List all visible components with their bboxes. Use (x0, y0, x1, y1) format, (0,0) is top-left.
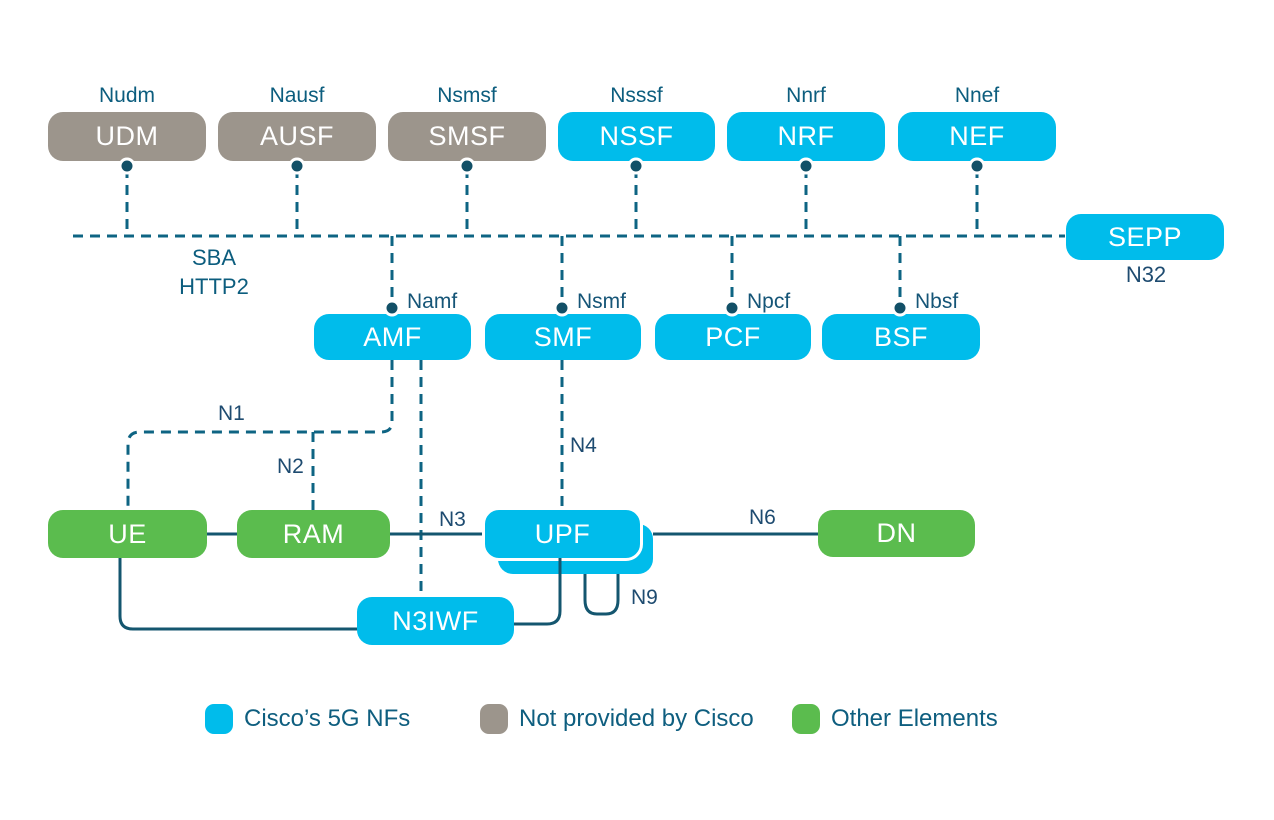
sba-point-nssf-icon (627, 157, 645, 175)
iface-label-n2: N2 (277, 455, 304, 478)
sba-point-amf-icon (383, 299, 401, 317)
legend-swatch-gray-icon (480, 704, 508, 734)
node-smsf: SMSF (388, 112, 546, 161)
node-pcf: PCF (655, 314, 811, 360)
legend-label: Cisco’s 5G NFs (244, 705, 411, 732)
connector-n3iwf-upf (514, 558, 562, 626)
node-nrf: NRF (727, 112, 885, 161)
node-nef: NEF (898, 112, 1056, 161)
ref-label-nnrf: Nnrf (786, 84, 826, 107)
legend-item-cisco-5g-nfs: Cisco’s 5G NFs (205, 704, 410, 734)
iface-label-n1: N1 (218, 402, 245, 425)
sba-point-smf-icon (553, 299, 571, 317)
node-ue: UE (48, 510, 207, 558)
sba-point-nef-icon (968, 157, 986, 175)
legend-label: Other Elements (831, 705, 998, 732)
legend-label: Not provided by Cisco (519, 705, 754, 732)
ref-label-nsmf: Nsmf (577, 290, 626, 313)
ref-label-nsssf: Nsssf (610, 84, 663, 107)
sba-bus-label-line2: HTTP2 (179, 274, 249, 299)
sba-bus-label: SBA HTTP2 (152, 243, 276, 301)
node-ausf: AUSF (218, 112, 376, 161)
node-dn: DN (818, 510, 975, 557)
node-ram: RAM (237, 510, 390, 558)
ref-label-nudm: Nudm (98, 84, 156, 107)
legend-item-not-provided: Not provided by Cisco (480, 704, 754, 734)
sba-point-nrf-icon (797, 157, 815, 175)
connector-ue-n3iwf (118, 558, 357, 631)
legend-swatch-green-icon (792, 704, 820, 734)
ref-label-nausf: Nausf (269, 84, 325, 107)
node-bsf: BSF (822, 314, 980, 360)
legend-item-other-elements: Other Elements (792, 704, 998, 734)
ref-label-namf: Namf (407, 290, 458, 313)
sba-point-pcf-icon (723, 299, 741, 317)
node-n3iwf: N3IWF (357, 597, 514, 645)
sba-point-bsf-icon (891, 299, 909, 317)
sba-bus-label-line1: SBA (191, 245, 237, 270)
iface-label-n6: N6 (749, 506, 776, 529)
node-sepp: SEPP (1066, 214, 1224, 260)
ref-label-nsmsf: Nsmsf (437, 84, 497, 107)
node-smf: SMF (485, 314, 641, 360)
iface-label-n3: N3 (439, 508, 466, 531)
node-upf: UPF (482, 507, 643, 561)
sba-point-ausf-icon (288, 157, 306, 175)
ref-label-nnef: Nnef (954, 84, 1000, 107)
iface-label-n32: N32 (1125, 262, 1167, 287)
sba-point-smsf-icon (458, 157, 476, 175)
iface-label-n9: N9 (631, 586, 658, 609)
ref-label-nbsf: Nbsf (915, 290, 959, 313)
sba-point-udm-icon (118, 157, 136, 175)
node-nssf: NSSF (558, 112, 715, 161)
iface-label-n4: N4 (570, 434, 597, 457)
ref-label-npcf: Npcf (747, 290, 791, 313)
legend-swatch-cyan-icon (205, 704, 233, 734)
node-amf: AMF (314, 314, 471, 360)
connector-n9-loop (583, 558, 620, 616)
node-udm: UDM (48, 112, 206, 161)
